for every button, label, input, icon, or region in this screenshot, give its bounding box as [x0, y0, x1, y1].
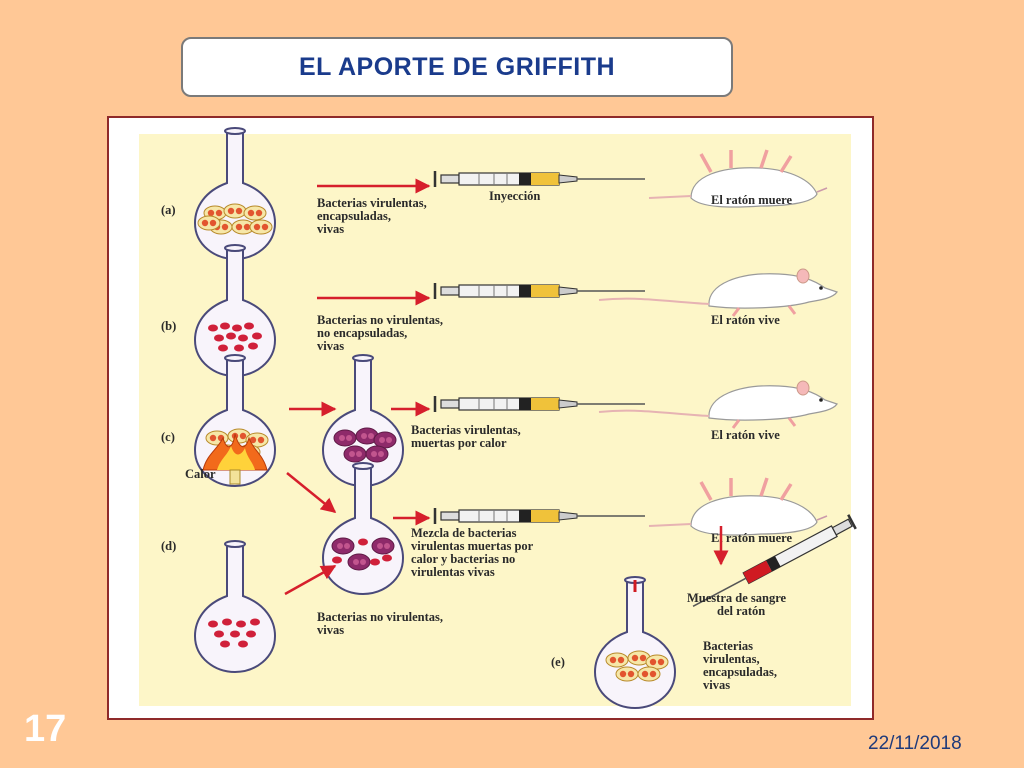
panel-d-label-line2: virulentas muertas por [411, 539, 534, 553]
panel-d-label-line1: Mezcla de bacterias [411, 526, 517, 540]
panel-b-label-line2: no encapsuladas, [317, 326, 407, 340]
flask-e [594, 576, 676, 709]
panel-d-label-line3: calor y bacterias no [411, 552, 515, 566]
injection-label: Inyección [489, 189, 540, 203]
syringe-blood [692, 514, 857, 607]
slide-title: EL APORTE DE GRIFFITH [181, 37, 733, 97]
blood-label-line2: del ratón [717, 604, 765, 618]
panel-c-letter: (c) [161, 430, 175, 444]
result-a: El ratón muere [711, 193, 792, 207]
panel-a-label-line1: Bacterias virulentas, [317, 196, 427, 210]
panel-d-label-line4: virulentas vivas [411, 565, 495, 579]
panel-b-label-line1: Bacterias no virulentas, [317, 313, 443, 327]
result-d: El ratón muere [711, 531, 792, 545]
result-b: El ratón vive [711, 313, 780, 327]
panel-e-label-line3: encapsuladas, [703, 665, 777, 679]
arrow-d-from-live [284, 564, 337, 596]
panel-d-live-line1: Bacterias no virulentas, [317, 610, 443, 624]
slide-number: 17 [24, 708, 67, 750]
arrow-d-from-dead [286, 472, 337, 513]
panel-e-letter: (e) [551, 655, 565, 669]
heat-label: Calor [185, 467, 216, 481]
panel-a-label-line3: vivas [317, 222, 344, 236]
panel-b-letter: (b) [161, 319, 176, 333]
panel-d-live-line2: vivas [317, 623, 344, 637]
panel-c-label-line1: Bacterias virulentas, [411, 423, 521, 437]
flame-icon [202, 433, 268, 485]
blood-label-line1: Muestra de sangre [687, 591, 787, 605]
panel-e-label-line4: vivas [703, 678, 730, 692]
panel-b-label-line3: vivas [317, 339, 344, 353]
panel-e-label-line1: Bacterias [703, 639, 753, 653]
panel-e-label-line2: virulentas, [703, 652, 760, 666]
griffith-experiment-figure: (a) Bacterias virulentas, encapsuladas, … [107, 116, 874, 720]
slide-date: 22/11/2018 [868, 733, 962, 754]
panel-c-label-line2: muertas por calor [411, 436, 507, 450]
panel-a-label-line2: encapsuladas, [317, 209, 391, 223]
panel-a-letter: (a) [161, 203, 176, 217]
result-c: El ratón vive [711, 428, 780, 442]
panel-d-letter: (d) [161, 539, 176, 553]
